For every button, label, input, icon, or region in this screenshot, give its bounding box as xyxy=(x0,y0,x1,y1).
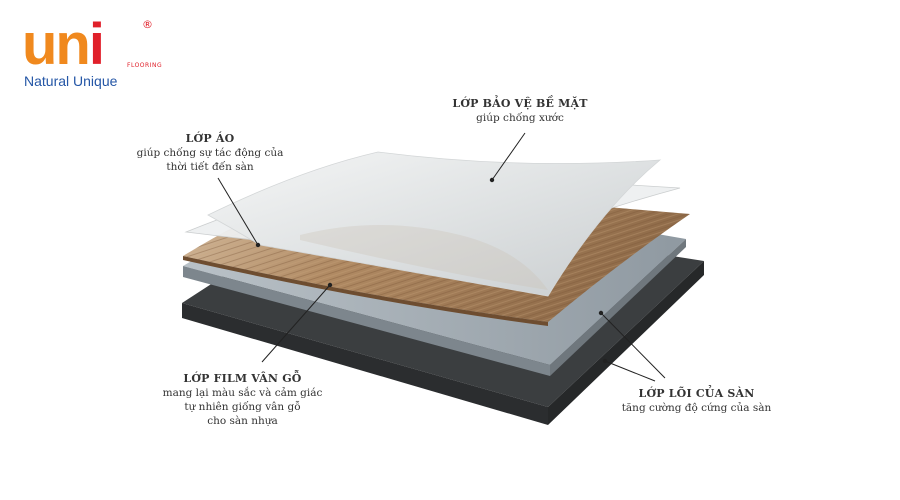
registered-mark: ® xyxy=(142,18,153,31)
core-layer-side xyxy=(550,239,686,376)
logo-flooring-text: FLOORING xyxy=(127,62,163,69)
label-film-layer: LỚP FILM VÂN GỖ mang lại màu sắc và cảm … xyxy=(150,371,335,428)
label-surface-layer: LỚP BẢO VỆ BỀ MẶT giúp chống xước xyxy=(440,96,600,125)
base-layer-side xyxy=(548,261,704,425)
leader-core-bottom xyxy=(604,360,656,382)
label-coat-title: LỚP ÁO xyxy=(185,132,235,145)
surface-protection-layer xyxy=(207,151,662,297)
leader-film xyxy=(261,284,331,363)
base-layer-edge xyxy=(182,303,548,425)
brand-logo: uni ® FLOORING Natural Unique xyxy=(22,16,172,96)
leader-lines xyxy=(217,132,666,382)
core-layer-edge xyxy=(183,266,550,376)
label-coat-layer: LỚP ÁO giúp chống sự tác động của thời t… xyxy=(125,131,295,174)
label-core-layer: LỚP LÕI CỦA SÀN tăng cường độ cứng của s… xyxy=(604,386,789,415)
leader-coat xyxy=(217,177,259,246)
label-core-desc: tăng cường độ cứng của sàn xyxy=(621,402,772,414)
label-coat-desc-2: thời tiết đến sàn xyxy=(166,161,254,173)
label-film-title: LỚP FILM VÂN GỖ xyxy=(183,372,302,385)
label-film-desc-1: mang lại màu sắc và cảm giác xyxy=(162,387,323,399)
label-film-desc-2: tự nhiên giống vân gỗ xyxy=(184,401,301,413)
logo-tagline: Natural Unique xyxy=(24,73,118,89)
leader-core-top xyxy=(600,312,666,379)
label-surface-desc: giúp chống xước xyxy=(476,112,564,124)
wood-film-edge xyxy=(183,256,548,326)
logo-wordmark: uni xyxy=(22,12,105,77)
label-coat-desc-1: giúp chống sự tác động của xyxy=(136,147,284,159)
label-surface-title: LỚP BẢO VỆ BỀ MẶT xyxy=(452,97,588,110)
label-film-desc-3: cho sàn nhựa xyxy=(207,415,278,427)
label-core-title: LỚP LÕI CỦA SÀN xyxy=(638,387,755,400)
leader-surface xyxy=(491,132,526,181)
